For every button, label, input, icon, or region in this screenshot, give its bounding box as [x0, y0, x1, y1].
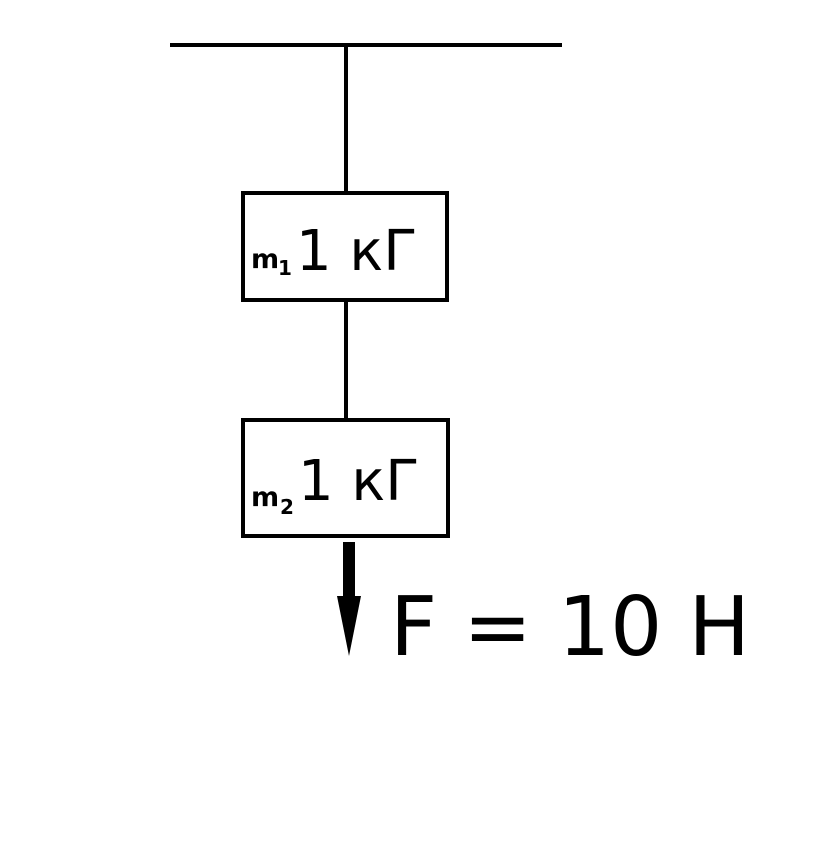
mass1-subscript: 1 [278, 256, 292, 280]
force-arrow-icon [337, 542, 361, 656]
mass2-value: 1 кГ [298, 449, 419, 514]
mass1-block: m 1 1 кГ [241, 191, 449, 302]
force-arrow-shaft [343, 542, 355, 600]
force-arrow-head [337, 596, 361, 656]
mass1-box [241, 191, 449, 302]
mass1-symbol: m [251, 244, 279, 275]
mass2-symbol: m [251, 482, 279, 513]
mass2-box [241, 418, 450, 538]
mass2-block: m 2 1 кГ [241, 418, 450, 538]
mass1-value: 1 кГ [296, 219, 417, 284]
force-label: F = 10 H [390, 580, 750, 675]
mass2-subscript: 2 [280, 495, 294, 519]
